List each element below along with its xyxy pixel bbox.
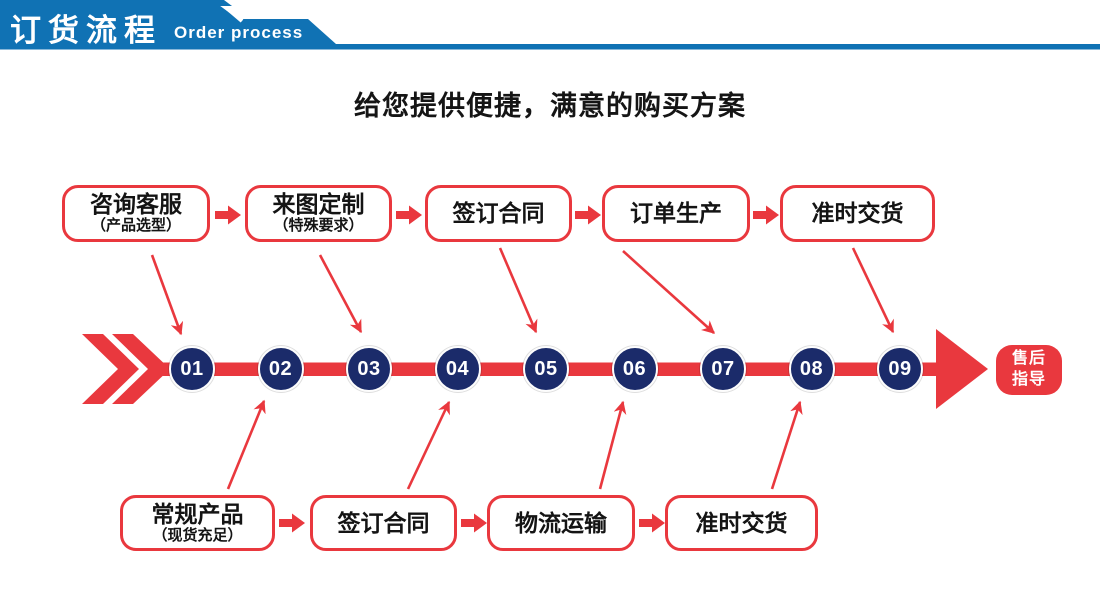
top-to-step-connectors [150,247,895,336]
banner-main-shape [0,0,1100,50]
flow-box-title: 常规产品 [151,500,244,527]
flow-box-custom-drawing: 来图定制 （特殊要求） [245,185,392,242]
flow-box-title: 咨询客服 [90,191,182,218]
step-circle-05: 05 [523,346,569,392]
flow-box-regular-product: 常规产品 （现货充足） [120,495,275,551]
flow-arrow [753,205,779,225]
bottom-to-step-connectors [226,399,803,490]
page-title: 给您提供便捷，满意的购买方案 [354,91,746,121]
banner-top-strip [0,0,232,6]
connector-arrow-step-09 [851,247,895,334]
step-number: 02 [268,357,293,380]
flow-box-title: 签订合同 [452,200,545,227]
connector-arrow-step-07 [622,250,715,334]
after-sales-badge: 售后 指导 [996,345,1062,395]
step-circle-04: 04 [434,346,481,392]
flow-box-sign-contract-bottom: 签订合同 [310,495,457,551]
flow-box-subtitle: （特殊要求） [273,217,364,235]
timeline-chevron-1 [82,334,139,404]
header-title-en: Order process [174,23,304,42]
timeline-arrowhead [936,329,988,409]
flow-arrow [461,513,487,533]
flow-box-ontime-delivery-top: 准时交货 [780,185,935,242]
flow-arrow [396,205,422,225]
connector-arrow-step-04 [406,400,451,490]
connector-arrow-step-03 [318,254,363,334]
connector-arrow-step-01 [150,254,184,336]
flow-box-sign-contract-top: 签订合同 [425,185,572,242]
flow-arrow [279,513,305,533]
connector-arrow-step-06 [598,400,627,490]
step-circle-02: 02 [257,346,304,392]
step-circle-08: 08 [788,346,835,392]
step-number: 03 [357,357,381,380]
flow-box-title: 物流运输 [515,509,607,536]
step-number: 07 [711,357,735,380]
after-sales-badge-line2: 指导 [1011,371,1046,388]
flow-box-logistics: 物流运输 [487,495,635,551]
header-title-cn: 订货流程 [10,13,162,48]
flow-box-order-production: 订单生产 [602,185,750,242]
header-banner-ribbon [0,0,1100,50]
flow-box-title: 来图定制 [272,191,365,218]
step-circle-09: 09 [877,346,923,392]
step-number: 06 [622,357,647,380]
step-circle-07: 07 [700,346,746,392]
flow-box-title: 准时交货 [811,200,904,227]
step-number: 01 [180,357,204,380]
connector-arrow-step-02 [226,399,266,490]
flow-box-subtitle: （产品选型） [90,217,181,235]
step-circle-03: 03 [346,346,392,392]
flow-arrow [639,513,665,533]
timeline-chevron-2 [112,334,170,404]
after-sales-badge-line1: 售后 [1011,350,1046,368]
step-number: 04 [445,357,470,380]
flow-arrow [215,205,241,225]
flow-box-consult-service: 咨询客服 （产品选型） [62,185,210,242]
connector-arrow-step-08 [770,400,803,490]
step-circle-01: 01 [169,346,215,392]
step-number: 09 [888,357,912,380]
flow-box-subtitle: （现货充足） [152,526,243,544]
flow-arrow [575,205,601,225]
step-circle-06: 06 [611,346,658,392]
flow-box-title: 签订合同 [337,509,430,536]
flow-box-title: 准时交货 [695,509,788,536]
connector-arrow-step-05 [498,247,538,334]
flow-box-title: 订单生产 [630,200,722,227]
step-number: 08 [799,357,824,380]
flow-box-ontime-delivery-bottom: 准时交货 [665,495,818,551]
step-number: 05 [534,357,558,380]
